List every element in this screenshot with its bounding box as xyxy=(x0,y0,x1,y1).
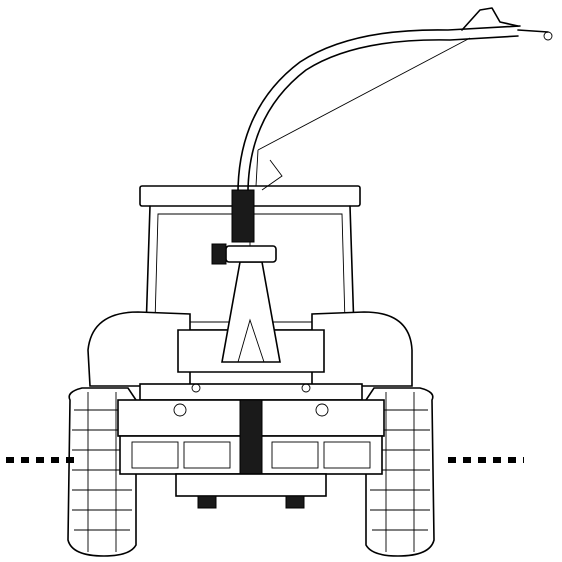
rear-body xyxy=(177,243,325,373)
boom-arm xyxy=(231,7,553,243)
rear-implement xyxy=(117,383,385,509)
right-fender xyxy=(311,311,413,387)
left-fender xyxy=(87,311,191,387)
